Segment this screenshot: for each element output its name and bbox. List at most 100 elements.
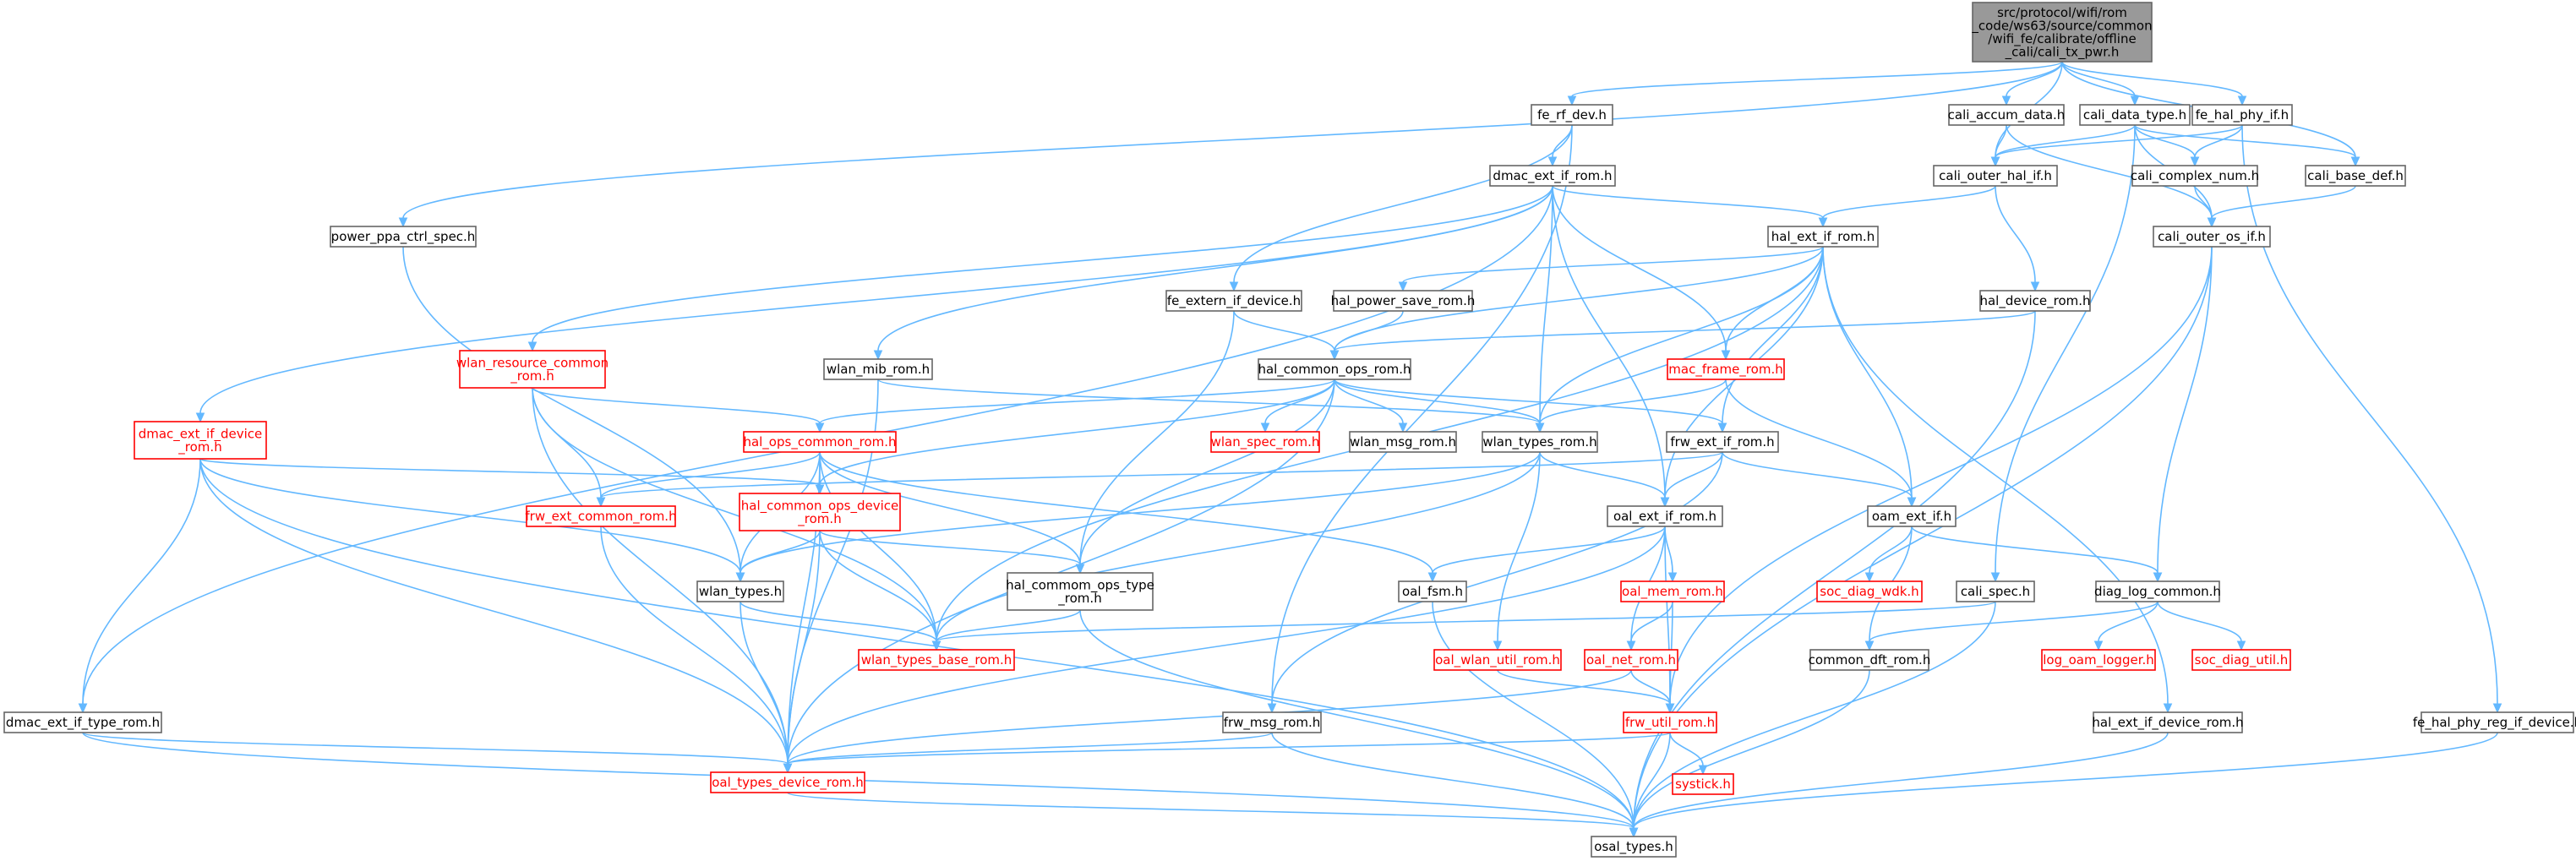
node-soc-diag-util[interactable]: soc_diag_util.h [2191, 649, 2291, 671]
node-label: _code/ws63/source/common [1971, 18, 2152, 34]
node-systick[interactable]: systick.h [1672, 773, 1734, 795]
dependency-edge [877, 379, 1545, 433]
node-label: hal_common_ops_device [741, 498, 898, 514]
node-fe-hal-phy-if[interactable]: fe_hal_phy_if.h [2191, 104, 2293, 126]
dependency-edge [783, 530, 821, 774]
node-oal-types-device-rom[interactable]: oal_types_device_rom.h [710, 771, 865, 793]
node-label: hal_power_save_rom.h [1331, 293, 1476, 309]
node-fe-extern-if-device[interactable]: fe_extern_if_device.h [1165, 290, 1302, 312]
node-hal-commom-ops-type-rom[interactable]: hal_commom_ops_type_rom.h [1006, 572, 1154, 611]
node-hal-ext-if-rom[interactable]: hal_ext_if_rom.h [1767, 226, 1879, 248]
node-label: oal_ext_if_rom.h [1613, 509, 1716, 525]
dependency-edge [600, 526, 793, 774]
dependency-edge [1630, 669, 1675, 714]
node-oal-net-rom[interactable]: oal_net_rom.h [1584, 649, 1678, 671]
node-power-ppa-ctrl-spec[interactable]: power_ppa_ctrl_spec.h [330, 226, 477, 248]
node-cali-data-type[interactable]: cali_data_type.h [2079, 104, 2191, 126]
dependency-edge [1822, 246, 1917, 508]
node-label: dmac_ext_if_type_rom.h [6, 715, 160, 731]
node-label: wlan_types_rom.h [1482, 434, 1596, 450]
node-hal-common-ops-device-rom[interactable]: hal_common_ops_device_rom.h [739, 493, 901, 531]
node-cali-accum-data[interactable]: cali_accum_data.h [1948, 104, 2066, 126]
dependency-edge [783, 732, 1671, 774]
dependency-edge [195, 185, 1553, 423]
dependency-edge [2207, 185, 2356, 228]
dependency-edge [1427, 526, 1666, 583]
node-cali-outer-os-if[interactable]: cali_outer_os_if.h [2153, 226, 2271, 248]
node-oal-wlan-util-rom[interactable]: oal_wlan_util_rom.h [1433, 649, 1562, 671]
dependency-edge [1722, 451, 1917, 508]
node-label: frw_util_rom.h [1625, 715, 1715, 731]
dependency-edge [1864, 601, 2158, 651]
node-fe-hal-phy-reg-if-device[interactable]: fe_hal_phy_reg_if_device.h [2413, 711, 2576, 733]
node-label: systick.h [1675, 777, 1731, 792]
dependency-edge [815, 379, 1335, 433]
node-root[interactable]: src/protocol/wifi/rom_code/ws63/source/c… [1971, 2, 2153, 63]
node-soc-diag-wdk[interactable]: soc_diag_wdk.h [1816, 580, 1923, 602]
node-label: cali_data_type.h [2083, 107, 2186, 123]
node-hal-power-save-rom[interactable]: hal_power_save_rom.h [1331, 290, 1476, 312]
node-label: diag_log_common.h [2094, 584, 2221, 600]
node-frw-util-rom[interactable]: frw_util_rom.h [1623, 711, 1717, 733]
node-cali-spec[interactable]: cali_spec.h [1956, 580, 2035, 602]
node-hal-ops-common-rom[interactable]: hal_ops_common_rom.h [743, 431, 897, 453]
node-fe-rf-dev[interactable]: fe_rf_dev.h [1531, 104, 1613, 126]
node-oam-ext-if[interactable]: oam_ext_if.h [1867, 505, 1957, 527]
node-dmac-ext-if-rom[interactable]: dmac_ext_if_rom.h [1489, 165, 1616, 187]
node-cali-complex-num[interactable]: cali_complex_num.h [2131, 165, 2259, 187]
node-oal-fsm[interactable]: oal_fsm.h [1398, 580, 1467, 602]
node-frw-ext-common-rom[interactable]: frw_ext_common_rom.h [525, 505, 677, 527]
node-cali-base-def[interactable]: cali_base_def.h [2305, 165, 2406, 187]
dependency-edge [819, 451, 1438, 583]
dependency-edge [1717, 246, 1824, 433]
node-label: fe_hal_phy_reg_if_device.h [2413, 715, 2576, 731]
node-wlan-msg-rom[interactable]: wlan_msg_rom.h [1349, 431, 1457, 453]
node-label: fe_hal_phy_if.h [2196, 107, 2289, 123]
node-label: /wifi_fe/calibrate/offline [1988, 31, 2136, 47]
dependency-edge [398, 61, 2063, 228]
node-diag-log-common[interactable]: diag_log_common.h [2094, 580, 2221, 602]
node-label: mac_frame_rom.h [1668, 362, 1782, 378]
node-frw-msg-rom[interactable]: frw_msg_rom.h [1222, 711, 1322, 733]
node-frw-ext-if-rom[interactable]: frw_ext_if_rom.h [1666, 431, 1779, 453]
node-label: common_dft_rom.h [1809, 652, 1931, 668]
node-label: hal_common_ops_rom.h [1258, 362, 1411, 378]
dependency-edge [1535, 185, 1553, 433]
node-wlan-resource-common-rom[interactable]: wlan_resource_common_rom.h [456, 350, 609, 389]
dependency-edge [532, 387, 825, 433]
dependency-edge [1660, 451, 1723, 508]
dependency-edge [1552, 185, 1828, 228]
node-mac-frame-rom[interactable]: mac_frame_rom.h [1667, 358, 1785, 380]
node-label: cali_outer_hal_if.h [1939, 168, 2052, 184]
node-wlan-types-rom[interactable]: wlan_types_rom.h [1482, 431, 1598, 453]
node-label: power_ppa_ctrl_spec.h [331, 229, 476, 245]
node-hal-common-ops-rom[interactable]: hal_common_ops_rom.h [1258, 358, 1411, 380]
node-osal-types[interactable]: osal_types.h [1591, 836, 1677, 858]
node-wlan-types-base-rom[interactable]: wlan_types_base_rom.h [858, 649, 1015, 671]
node-wlan-types[interactable]: wlan_types.h [696, 580, 784, 602]
dependency-edge [199, 458, 1639, 838]
node-log-oam-logger[interactable]: log_oam_logger.h [2041, 649, 2156, 671]
node-wlan-mib-rom[interactable]: wlan_mib_rom.h [823, 358, 933, 380]
dependency-edge [1432, 601, 1639, 838]
node-hal-ext-if-device-rom[interactable]: hal_ext_if_device_rom.h [2092, 711, 2244, 733]
node-label: _rom.h [510, 368, 554, 384]
node-oal-mem-rom[interactable]: oal_mem_rom.h [1620, 580, 1725, 602]
node-dmac-ext-if-type-rom[interactable]: dmac_ext_if_type_rom.h [3, 711, 162, 733]
dependency-edge [1233, 310, 1340, 361]
node-label: frw_ext_common_rom.h [525, 509, 676, 525]
dependency-edge [1334, 379, 1727, 433]
dependency-edge [873, 185, 1553, 361]
dependency-edge [1552, 185, 1731, 361]
node-common-dft-rom[interactable]: common_dft_rom.h [1809, 649, 1931, 671]
dependency-edge [1864, 526, 1913, 583]
node-label: src/protocol/wifi/rom [1997, 5, 2127, 20]
node-dmac-ext-if-device-rom[interactable]: dmac_ext_if_device_rom.h [134, 421, 267, 460]
node-cali-outer-hal-if[interactable]: cali_outer_hal_if.h [1933, 165, 2058, 187]
dependency-edge [2190, 124, 2243, 167]
node-oal-ext-if-rom[interactable]: oal_ext_if_rom.h [1607, 505, 1723, 527]
node-hal-device-rom[interactable]: hal_device_rom.h [1979, 290, 2091, 312]
node-wlan-spec-rom[interactable]: wlan_spec_rom.h [1210, 431, 1320, 453]
node-label: oam_ext_if.h [1872, 509, 1951, 525]
node-label: log_oam_logger.h [2043, 652, 2154, 668]
